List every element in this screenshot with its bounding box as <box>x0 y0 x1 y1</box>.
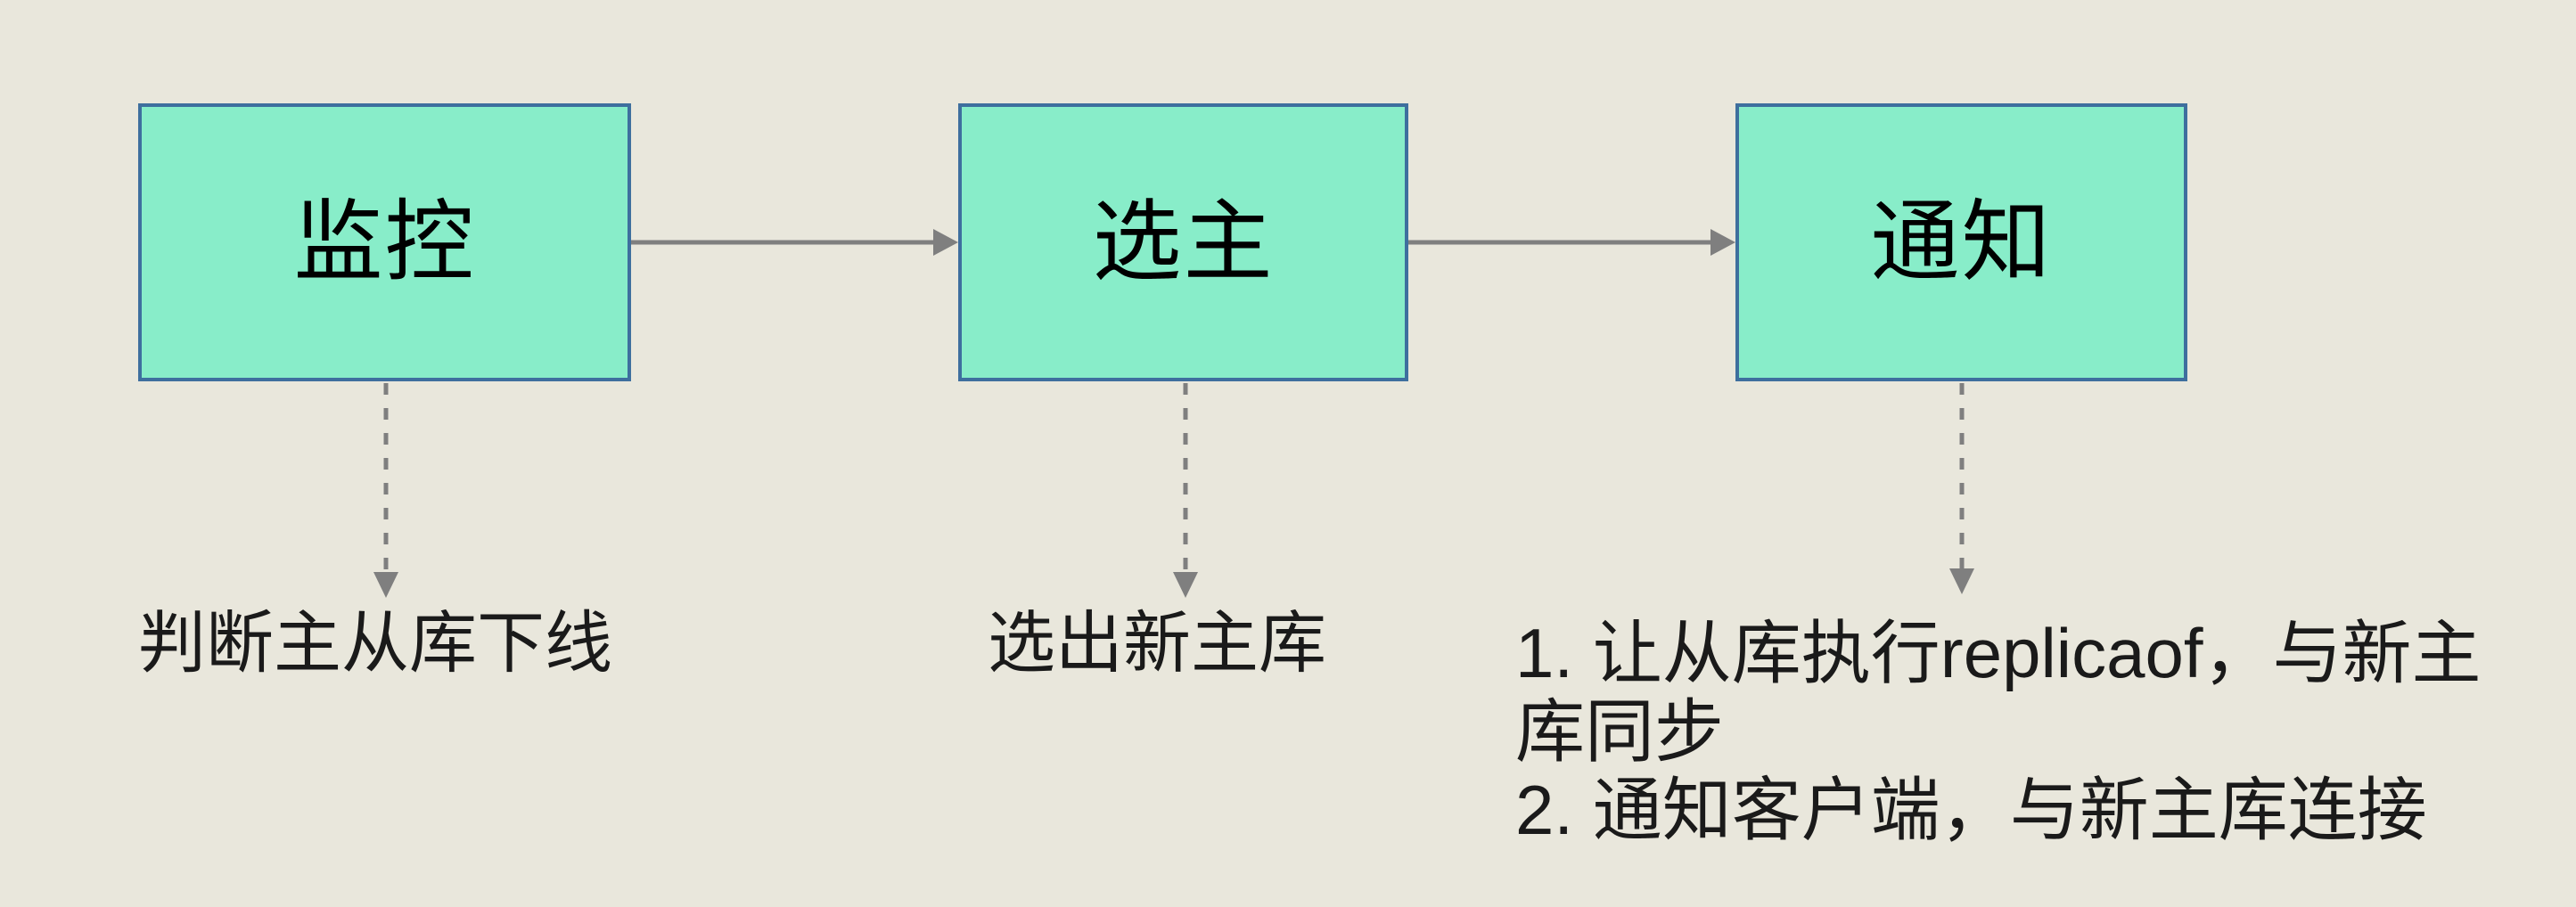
dashed-arrow-elect-description <box>1173 383 1198 598</box>
arrow-elect-to-notify <box>1408 229 1735 256</box>
elect-leader-description: 选出新主库 <box>988 606 1326 682</box>
box-notify: 通知 <box>1735 103 2187 381</box>
box-monitor-label: 监控 <box>293 192 476 292</box>
box-elect-leader-label: 选主 <box>1092 192 1275 292</box>
dashed-arrow-monitor-description <box>373 383 398 598</box>
dashed-arrow-notify-description <box>1949 383 1974 594</box>
box-elect-leader: 选主 <box>958 103 1408 381</box>
box-notify-label: 通知 <box>1870 192 2053 292</box>
monitor-description: 判断主从库下线 <box>138 606 612 682</box>
arrow-monitor-to-elect <box>631 229 958 256</box>
notify-description: 1. 让从库执行replicaof，与新主 库同步 2. 通知客户端，与新主库连… <box>1515 614 2482 849</box>
box-monitor: 监控 <box>138 103 631 381</box>
